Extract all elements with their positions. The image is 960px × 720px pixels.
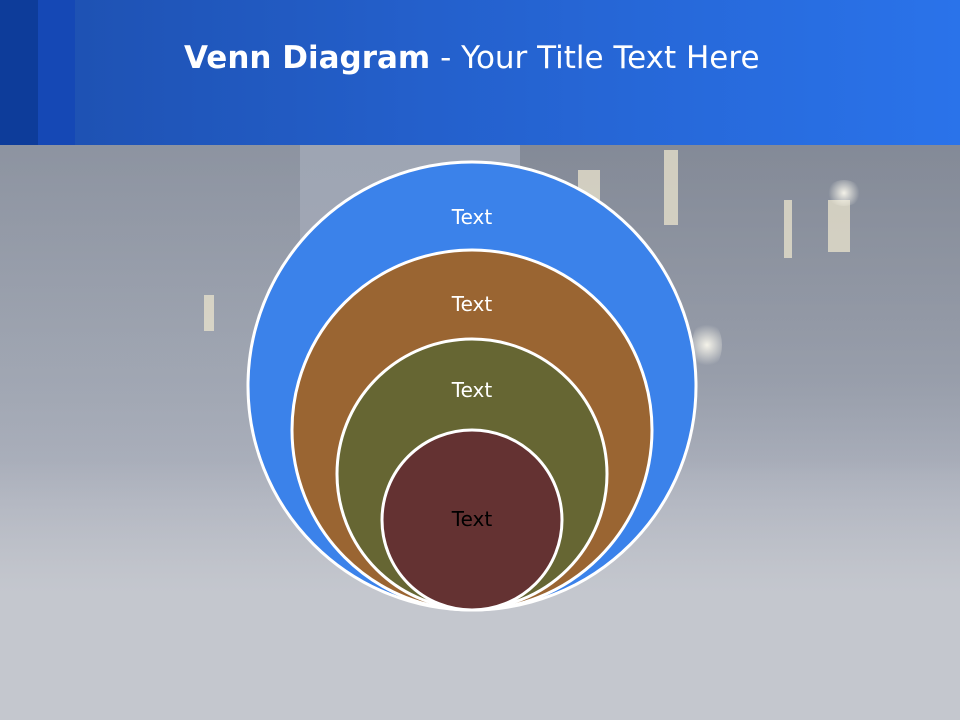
background-wall-light (692, 320, 722, 370)
circle-inner-label: Text (451, 507, 493, 531)
circle-outer-label: Text (451, 205, 493, 229)
background-window (784, 200, 792, 258)
circle-inner[interactable] (380, 428, 564, 612)
background-porch-light (826, 180, 862, 206)
slide-title-bold: Venn Diagram (184, 40, 431, 76)
background-window (204, 295, 214, 331)
background-window (828, 200, 850, 252)
circle-second-label: Text (451, 292, 493, 316)
circle-third-label: Text (451, 378, 493, 402)
background-window (664, 150, 678, 225)
header-accent-stripe (38, 0, 75, 145)
slide-title-rest: - Your Title Text Here (430, 40, 760, 76)
slide-title: Venn Diagram - Your Title Text Here (184, 40, 760, 76)
title-bar: Venn Diagram - Your Title Text Here (0, 0, 960, 145)
header-accent-stripe (0, 0, 38, 145)
